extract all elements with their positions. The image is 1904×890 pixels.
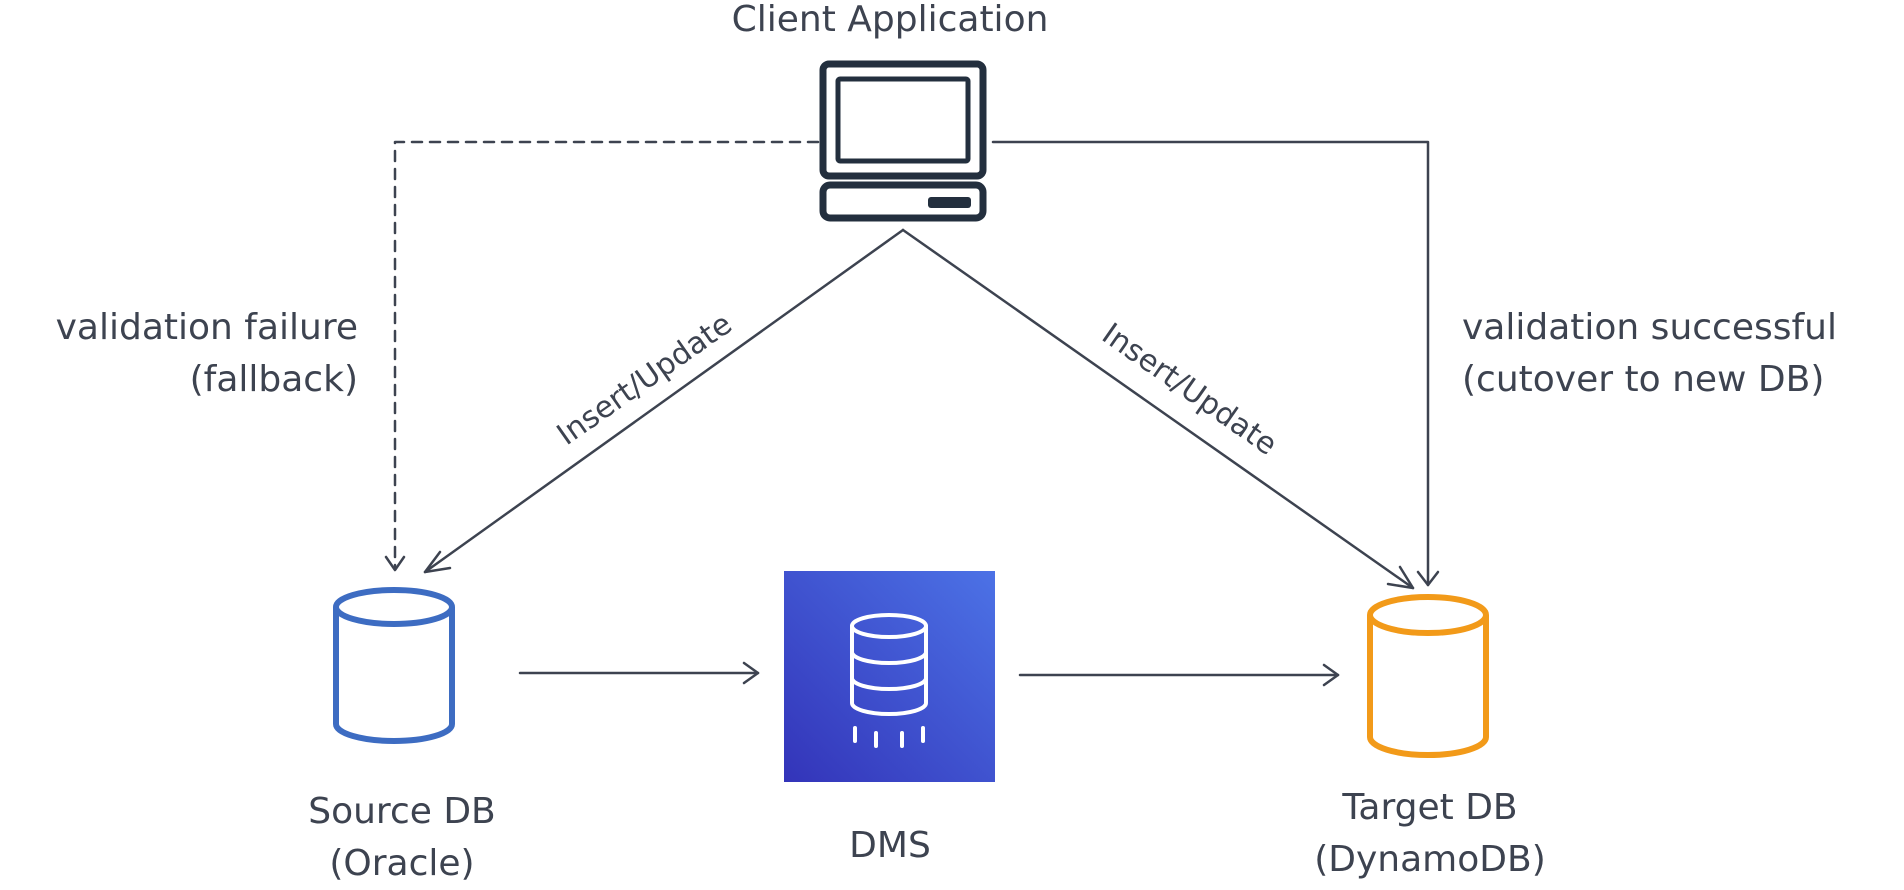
dms-service-icon — [784, 571, 995, 782]
target-db-cylinder-icon — [1367, 594, 1489, 758]
dms-label: DMS — [849, 825, 931, 866]
computer-icon — [819, 60, 987, 222]
cutover-label: (cutover to new DB) — [1462, 359, 1825, 400]
target-db-label: Target DB — [1342, 787, 1518, 828]
target-db-engine-label: (DynamoDB) — [1314, 839, 1546, 880]
insert-update-right-arrowhead — [1386, 565, 1415, 590]
dms-to-target-arrowhead — [1322, 663, 1340, 687]
insert-update-left-arrowhead — [423, 550, 452, 574]
insert-update-left-connector — [423, 228, 905, 574]
fallback-label: (fallback) — [189, 359, 358, 400]
source-db-engine-label: (Oracle) — [329, 843, 475, 884]
cutover-arrowhead — [1416, 570, 1440, 587]
fallback-arrowhead — [384, 555, 406, 572]
validation-successful-label: validation successful — [1462, 307, 1837, 348]
source-db-cylinder-icon — [333, 587, 455, 744]
source-to-dms-arrowhead — [742, 661, 760, 685]
client-application-label: Client Application — [731, 0, 1049, 40]
fallback-connector — [393, 140, 820, 570]
cutover-connector — [991, 140, 1430, 587]
source-db-label: Source DB — [308, 791, 496, 832]
insert-update-right-connector — [901, 228, 1415, 590]
validation-failure-label: validation failure — [55, 307, 358, 348]
